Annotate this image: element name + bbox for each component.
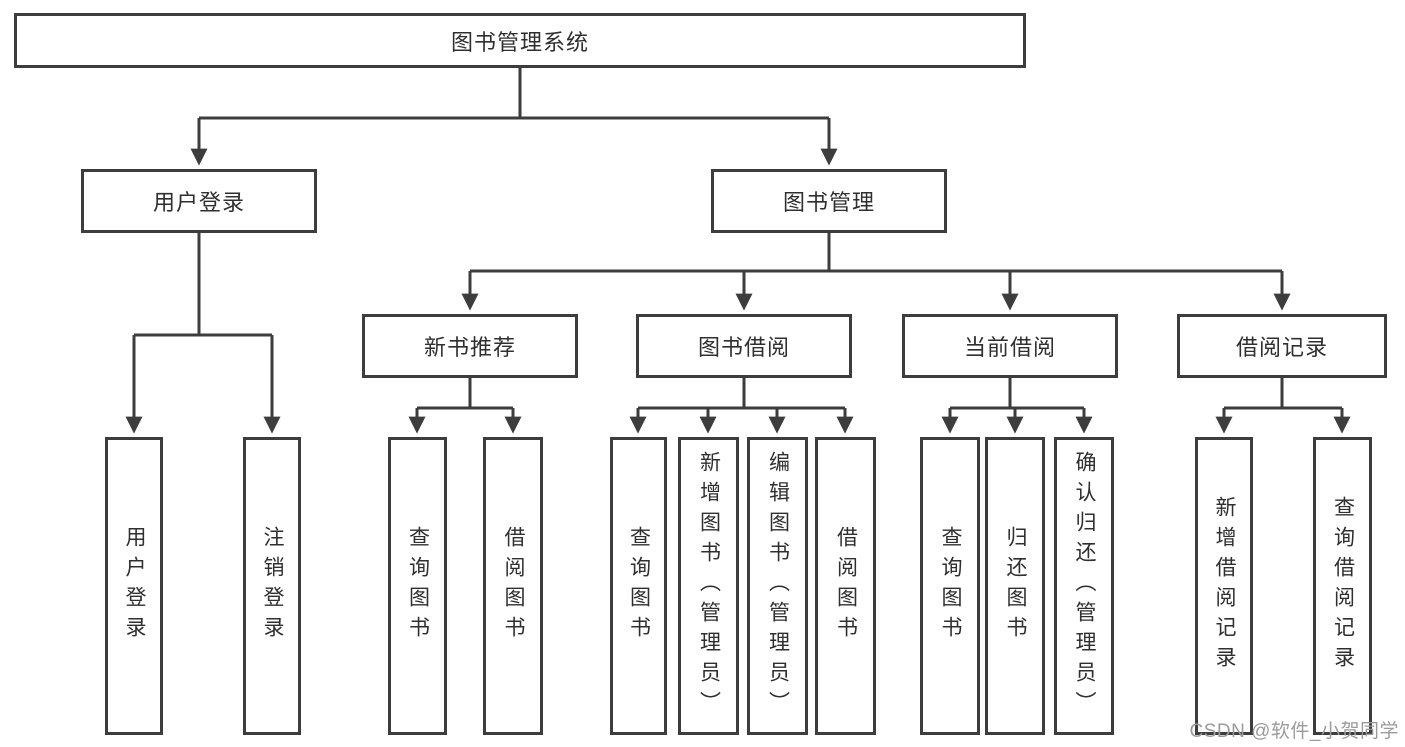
leaf-borrow-books-recommend: 借阅图书 [483,437,543,735]
leaf-add-borrow-record: 新增借阅记录 [1195,437,1253,735]
node-book-borrowing: 图书借阅 [636,314,852,378]
connector-user-login-children [125,233,281,434]
connector-new-book-children [408,378,522,434]
node-root: 图书管理系统 [14,13,1026,68]
leaf-borrow-books-borrowing: 借阅图书 [815,437,876,735]
node-current-borrowing: 当前借阅 [902,314,1118,378]
leaf-user-login: 用户登录 [105,437,163,735]
connector-root-to-level1 [190,68,838,166]
leaf-edit-books-admin: 编辑图书（管理员） [747,437,808,735]
watermark: CSDN @软件_小贺同学 [1189,721,1399,742]
node-book-management: 图书管理 [711,169,947,233]
leaf-query-borrow-record: 查询借阅记录 [1313,437,1372,735]
leaf-query-books-current: 查询图书 [920,437,980,735]
node-new-book-recommend: 新书推荐 [362,314,578,378]
leaf-return-books: 归还图书 [985,437,1045,735]
connector-book-management-children [461,233,1291,311]
leaf-confirm-return-admin: 确认归还（管理员） [1054,437,1114,735]
connector-book-borrowing-children [629,378,854,434]
leaf-add-books-admin: 新增图书（管理员） [678,437,739,735]
connector-borrowing-records-children [1215,378,1351,434]
connector-current-borrowing-children [941,378,1093,434]
node-borrowing-records: 借阅记录 [1177,314,1387,378]
leaf-query-books-recommend: 查询图书 [388,437,447,735]
node-user-login: 用户登录 [81,169,317,233]
leaf-logout-login: 注销登录 [243,437,301,735]
leaf-query-books-borrowing: 查询图书 [610,437,667,735]
